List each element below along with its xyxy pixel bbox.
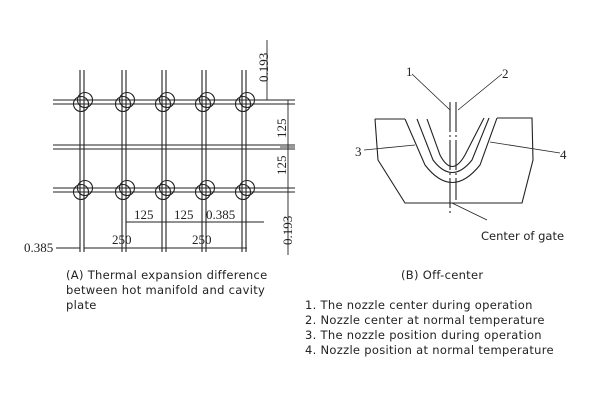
nozzle-circle: [158, 179, 176, 197]
nozzle-circle: [198, 179, 216, 197]
dim-offset-right: 0.385: [206, 207, 235, 222]
dim-top-right: 0.193: [256, 53, 271, 82]
caption-a-line2: between hot manifold and cavity: [66, 283, 266, 297]
legend-item: 3. The nozzle position during operation: [305, 328, 542, 342]
nozzle-circle-offset: [72, 95, 90, 113]
manifold-grid: [53, 70, 295, 252]
nozzle-circle-offset: [234, 183, 252, 201]
nozzle-circle-offset: [154, 95, 172, 113]
legend-item: 1. The nozzle center during operation: [305, 298, 533, 312]
dim-offset-left: 0.385: [24, 240, 53, 255]
caption-a-line1: (A) Thermal expansion difference: [66, 268, 268, 282]
nozzle-circle-offset: [194, 95, 212, 113]
caption-b: (B) Off-center: [401, 268, 484, 282]
dim-half-1: 125: [134, 207, 154, 222]
dim-spacing-v1: 125: [274, 119, 289, 139]
nozzle-circle-offset: [194, 183, 212, 201]
legend-item: 2. Nozzle center at normal temperature: [305, 313, 545, 327]
nozzle-circle-offset: [234, 95, 252, 113]
dim-pitch-1: 250: [112, 232, 132, 247]
nozzle-circle: [76, 179, 94, 197]
label-2: 2: [502, 66, 509, 81]
nozzle-circle: [76, 91, 94, 109]
label-1: 1: [406, 64, 413, 79]
dim-pitch-2: 250: [192, 232, 212, 247]
nozzle-circle: [238, 91, 256, 109]
legend-item: 4. Nozzle position at normal temperature: [305, 343, 554, 357]
nozzle-circle-offset: [114, 183, 132, 201]
nozzle-circle: [118, 179, 136, 197]
caption-a: (A) Thermal expansion difference between…: [66, 268, 268, 313]
dim-bottom-right: 0.193: [280, 216, 295, 245]
legend-b: 1. The nozzle center during operation 2.…: [305, 298, 554, 358]
label-4: 4: [560, 147, 567, 162]
gate-label: Center of gate: [481, 229, 564, 243]
nozzle-circle: [118, 91, 136, 109]
nozzle-circle: [198, 91, 216, 109]
label-3: 3: [355, 144, 362, 159]
nozzle-circle: [158, 91, 176, 109]
nozzle-circle: [238, 179, 256, 197]
vertical-dimensions: [56, 40, 295, 255]
nozzle-cavity-drawing: [363, 73, 561, 221]
nozzle-circle-offset: [114, 95, 132, 113]
dim-half-2: 125: [174, 207, 194, 222]
caption-a-line3: plate: [66, 298, 97, 312]
nozzle-circle-offset: [154, 183, 172, 201]
dim-spacing-v2: 125: [274, 156, 289, 176]
nozzle-circle-offset: [72, 183, 90, 201]
